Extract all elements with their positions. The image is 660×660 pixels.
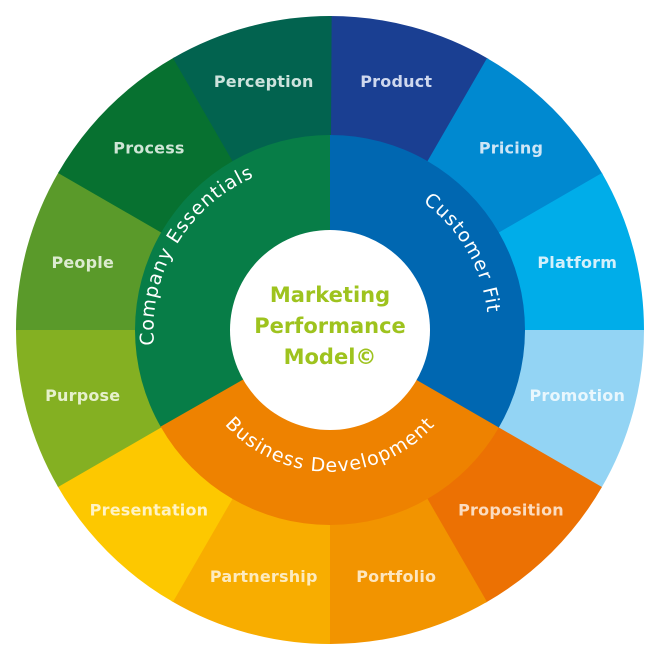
segment-label-product: Product — [360, 72, 432, 91]
segment-label-process: Process — [113, 138, 184, 157]
segment-label-promotion: Promotion — [529, 386, 625, 405]
inner-segment-business-development — [160, 379, 499, 525]
segment-label-proposition: Proposition — [458, 501, 564, 520]
outer-ring — [15, 16, 644, 644]
segment-label-perception: Perception — [214, 72, 314, 91]
segment-label-platform: Platform — [537, 253, 617, 272]
segment-presentation — [57, 426, 233, 602]
segment-platform — [498, 173, 644, 332]
segment-proposition — [426, 427, 602, 603]
segment-portfolio — [328, 498, 487, 644]
center-title-line-1: Marketing — [270, 283, 390, 307]
segment-label-pricing: Pricing — [479, 138, 543, 157]
outer-labels: ProductPricingPlatformPromotionPropositi… — [45, 72, 625, 586]
center-title-line-3: Model© — [284, 345, 377, 369]
segment-pricing — [427, 58, 603, 234]
segment-label-partnership: Partnership — [210, 567, 318, 586]
segment-perception — [173, 16, 332, 162]
segment-label-purpose: Purpose — [45, 386, 120, 405]
inner-segment-company-essentials — [135, 134, 332, 428]
inner-ring — [135, 134, 525, 525]
center-title: Marketing Performance Model© — [254, 283, 406, 369]
segment-process — [58, 57, 234, 233]
segment-purpose — [15, 328, 162, 487]
segment-label-presentation: Presentation — [90, 501, 209, 520]
center-title-line-2: Performance — [254, 314, 406, 338]
center-circle — [230, 230, 430, 430]
inner-segment-customer-fit — [330, 135, 525, 429]
segment-label-portfolio: Portfolio — [356, 567, 436, 586]
segment-label-people: People — [51, 253, 114, 272]
